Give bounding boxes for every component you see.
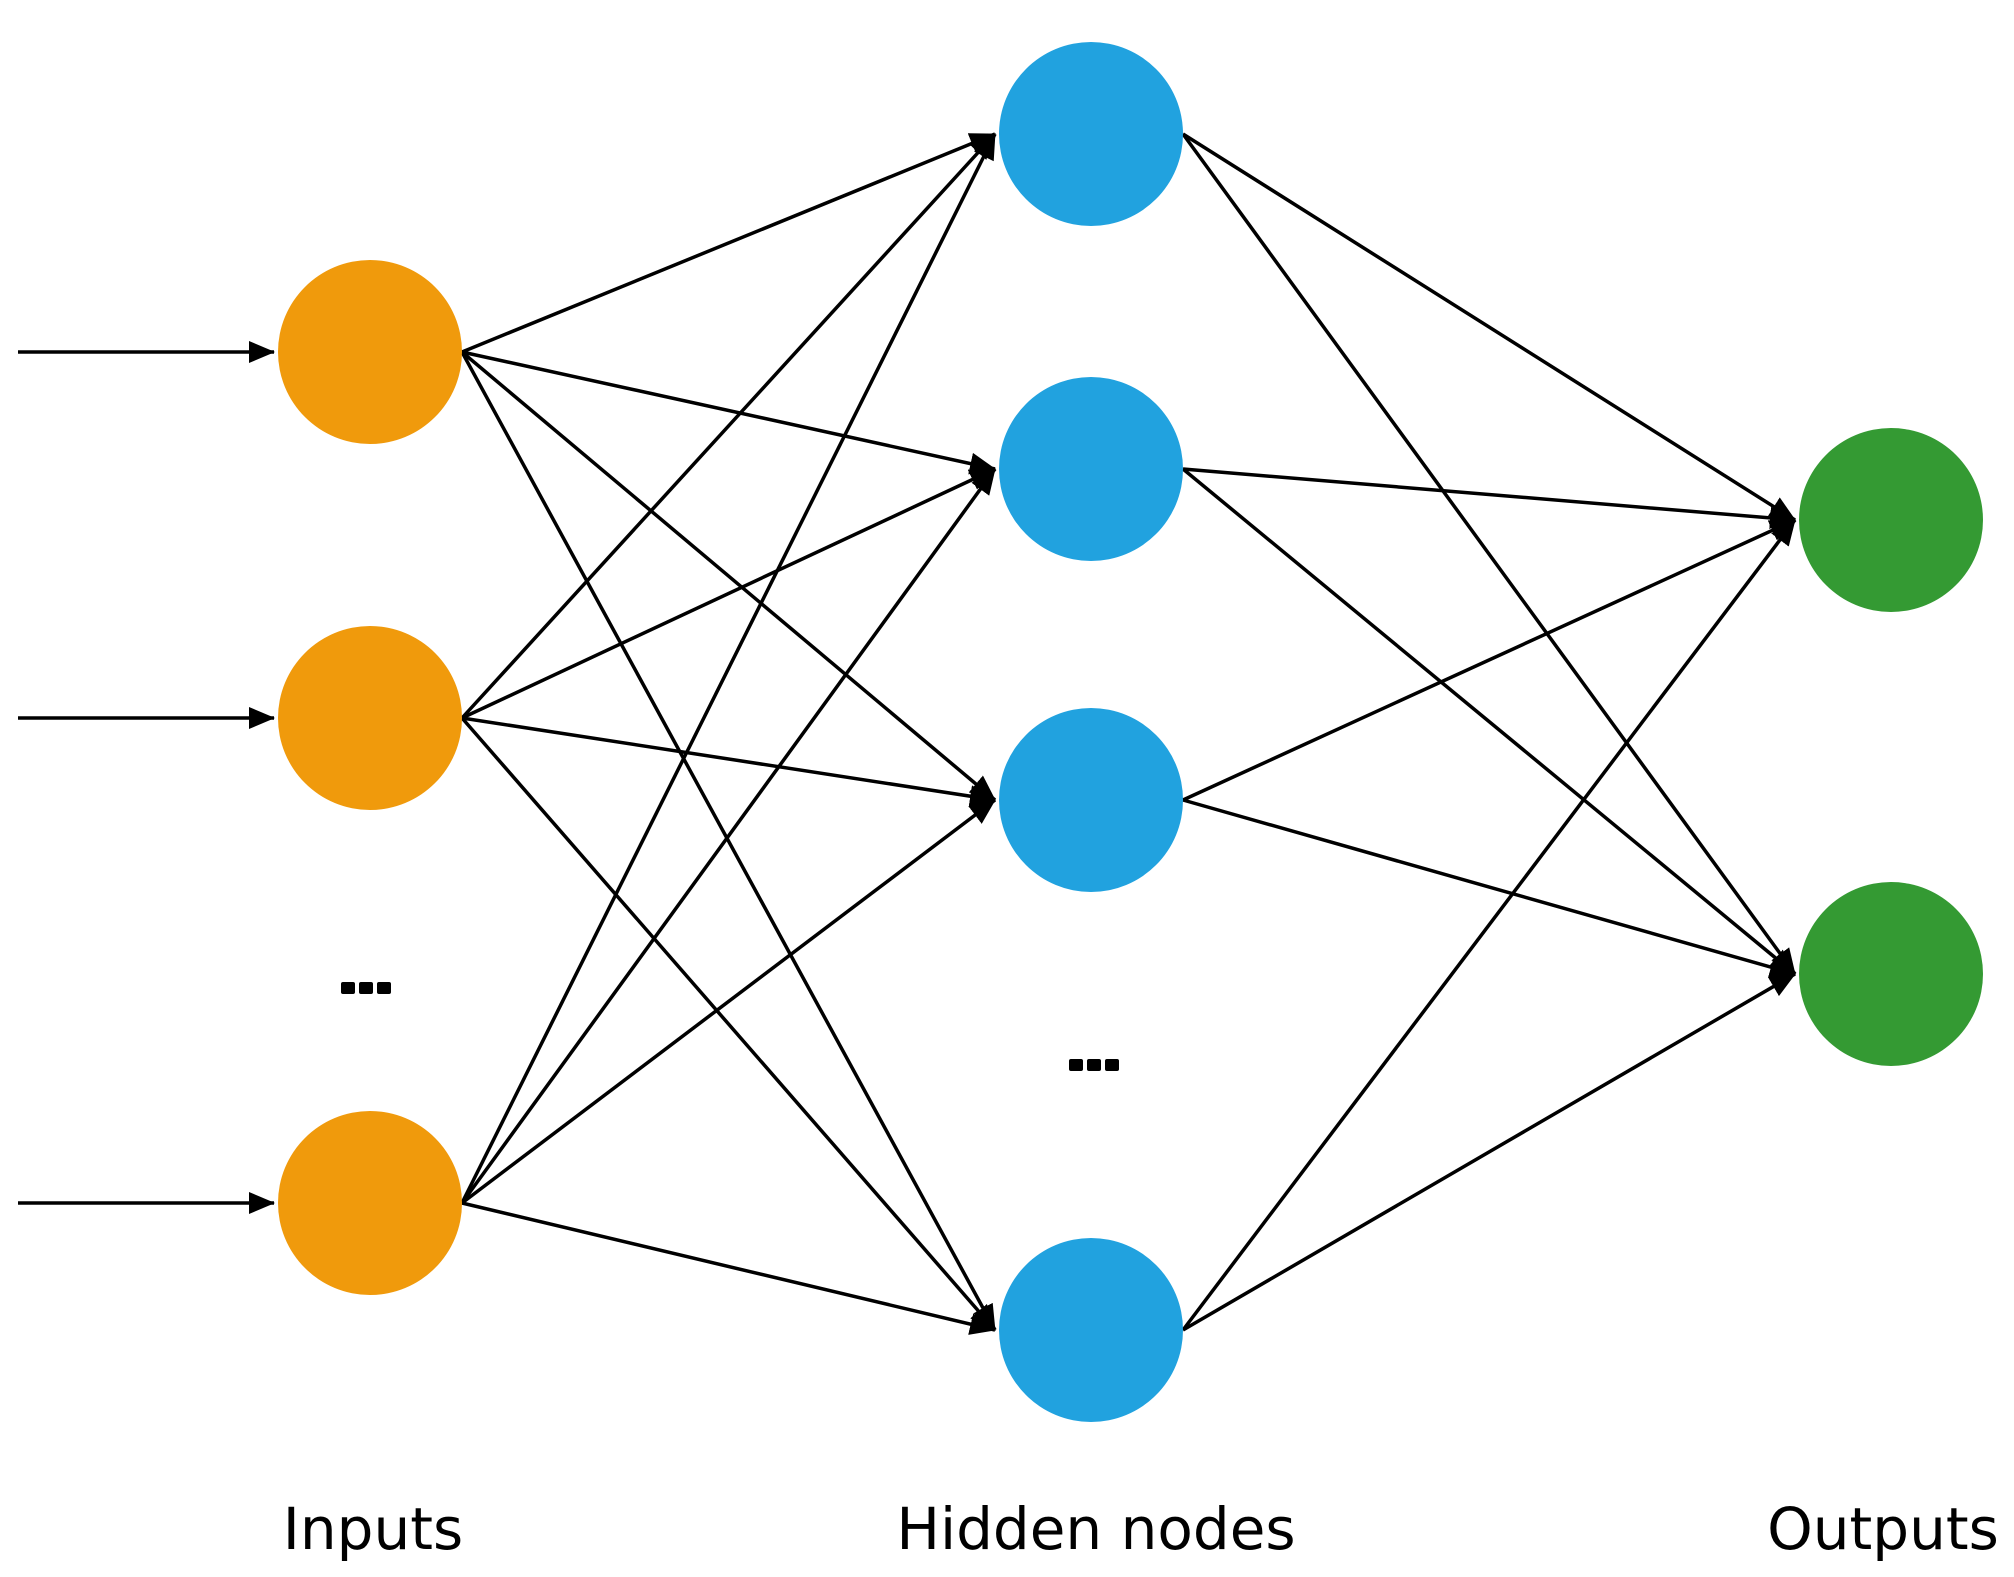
edge-h2-o2	[1181, 467, 1797, 976]
edge-i1-h3	[460, 350, 997, 802]
edge-h3-o1	[1182, 518, 1796, 802]
edge-h3-o2	[1182, 798, 1796, 978]
input-node-1	[278, 260, 462, 444]
edge-h2-o1	[1182, 467, 1796, 529]
edge-h1-o1	[1182, 132, 1796, 522]
edge-i3-h3	[460, 798, 997, 1205]
output-node-1	[1799, 428, 1983, 612]
edge-i1-h1	[461, 132, 996, 354]
layer-label-outputs: Outputs	[1767, 1495, 1999, 1563]
input-node-2	[278, 626, 462, 810]
edge-i1-h4	[460, 351, 997, 1331]
hidden-node-2	[999, 377, 1183, 561]
edge-i3-h2	[460, 467, 997, 1205]
ellipsis-dot	[377, 982, 391, 994]
ellipsis-dot	[1069, 1059, 1083, 1071]
edge-h4-o2	[1182, 972, 1796, 1332]
edge-i2-h2	[461, 467, 996, 720]
ellipsis-dot	[341, 982, 355, 994]
ellipsis-dot	[1105, 1059, 1119, 1071]
hidden-node-1	[999, 42, 1183, 226]
output-node-2	[1799, 882, 1983, 1066]
ellipsis-dot	[359, 982, 373, 994]
layer-label-hidden: Hidden nodes	[896, 1495, 1295, 1563]
edge-i3-h1	[460, 133, 997, 1204]
input-node-3	[278, 1111, 462, 1295]
ellipsis-hidden	[1069, 1059, 1119, 1071]
edge-i2-h1	[460, 132, 997, 720]
ellipsis-inputs	[341, 982, 391, 994]
edge-h4-o1	[1181, 518, 1797, 1332]
edge-h1-o2	[1181, 132, 1797, 976]
edge-i3-h4	[461, 1201, 996, 1335]
edge-i2-h4	[460, 716, 997, 1332]
edge-i1-h2	[461, 350, 996, 475]
edge-i2-h3	[461, 716, 996, 808]
ellipsis-dot	[1087, 1059, 1101, 1071]
layer-label-inputs: Inputs	[283, 1495, 463, 1563]
hidden-node-3	[999, 708, 1183, 892]
hidden-node-4	[999, 1238, 1183, 1422]
